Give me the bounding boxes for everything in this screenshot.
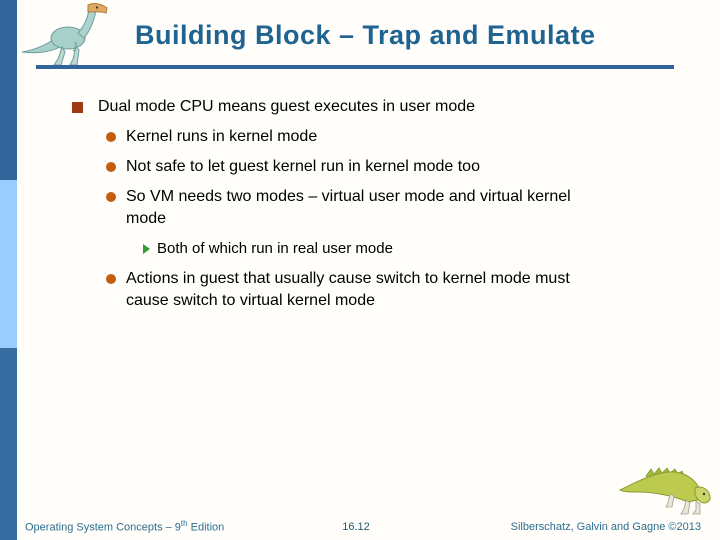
square-bullet-icon [72, 102, 83, 113]
footer-book-title: Operating System Concepts – 9th Edition [25, 519, 224, 534]
footer-book-title-text: Operating System Concepts – 9 [25, 522, 181, 534]
bullet-list: Dual mode CPU means guest executes in us… [72, 96, 612, 320]
sidebar-segment-dark-bottom [0, 348, 17, 540]
bullet-item: Actions in guest that usually cause swit… [106, 268, 612, 312]
circle-bullet-icon [106, 132, 116, 142]
bullet-text: Dual mode CPU means guest executes in us… [98, 98, 476, 115]
circle-bullet-icon [106, 274, 116, 284]
arrow-bullet-icon [143, 244, 150, 254]
bullet-text: Actions in guest that usually cause swit… [126, 270, 570, 309]
bullet-text: Kernel runs in kernel mode [126, 128, 318, 145]
sidebar-segment-light [0, 180, 17, 348]
footer-superscript-th: th [180, 519, 188, 529]
circle-bullet-icon [106, 192, 116, 202]
bullet-item: Not safe to let guest kernel run in kern… [106, 156, 612, 178]
bullet-text: Not safe to let guest kernel run in kern… [126, 158, 480, 175]
bullet-item: Dual mode CPU means guest executes in us… [72, 96, 612, 118]
bullet-text: So VM needs two modes – virtual user mod… [126, 188, 571, 227]
circle-bullet-icon [106, 162, 116, 172]
sidebar-segment-dark-top [0, 0, 17, 180]
dinosaur-logo-icon [619, 467, 711, 515]
title-underline [36, 65, 674, 69]
bullet-item: Kernel runs in kernel mode [106, 126, 612, 148]
footer-edition-text: Edition [187, 522, 225, 534]
slide-title: Building Block – Trap and Emulate [135, 20, 596, 50]
sidebar-accent-bar [0, 0, 17, 540]
footer-authors: Silberschatz, Galvin and Gagne ©2013 [510, 521, 701, 533]
bullet-item: So VM needs two modes – virtual user mod… [106, 186, 612, 230]
dinosaur-logo-icon [21, 3, 108, 66]
slide-number: 16.12 [342, 521, 370, 533]
bullet-item: Both of which run in real user mode [143, 238, 612, 260]
bullet-text: Both of which run in real user mode [157, 240, 393, 257]
